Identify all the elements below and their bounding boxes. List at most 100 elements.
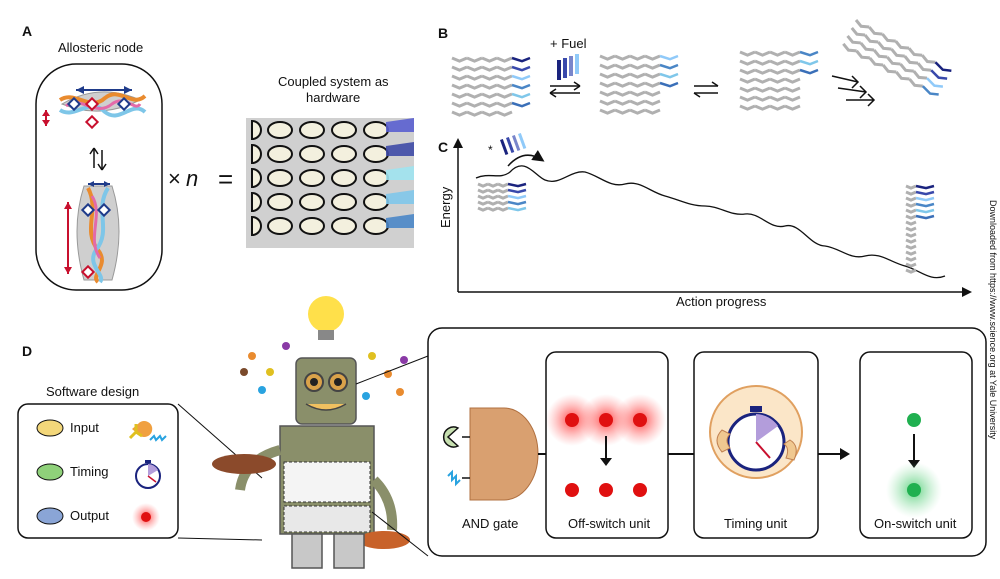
lattice-strut	[496, 101, 513, 108]
lattice-strut	[855, 49, 870, 60]
lattice-output-strand	[507, 182, 527, 188]
off-switch-label: Off-switch unit	[568, 516, 651, 531]
lattice-strut	[905, 214, 917, 220]
binding-site-ellipse	[363, 121, 389, 139]
lattice-strut	[466, 83, 483, 90]
binding-site-ellipse	[299, 169, 325, 187]
lattice-output-strand	[507, 188, 527, 194]
lattice-strut	[644, 90, 661, 97]
binding-site-ellipse	[331, 217, 357, 235]
lattice-output-strand	[799, 50, 819, 57]
lattice-strut	[644, 108, 661, 115]
lattice-output-strand	[507, 206, 527, 212]
lattice-output-strand	[915, 202, 935, 208]
lattice-strut	[629, 72, 646, 79]
allosteric-node-title: Allosteric node	[58, 40, 143, 55]
lattice-strut	[769, 86, 786, 93]
and-gate	[442, 407, 548, 501]
floating-molecule	[266, 368, 274, 376]
coupled-system-title-line1: Coupled system as	[278, 74, 389, 89]
lattice-strut	[614, 90, 631, 97]
lattice-strut	[466, 74, 483, 81]
lattice-strut	[629, 90, 646, 97]
lattice-output-strand	[915, 196, 935, 202]
lattice-strut	[905, 250, 917, 256]
lattice-strut	[451, 92, 468, 99]
lattice-strut	[644, 54, 661, 61]
lattice-strut	[784, 59, 801, 66]
lattice-strut	[614, 72, 631, 79]
lattice-output-strand	[799, 59, 819, 66]
legend-output: Output	[36, 503, 160, 531]
lattice-strut	[496, 92, 513, 99]
lattice-state-3	[739, 50, 819, 111]
panel-a-letter: A	[22, 23, 32, 39]
lattice-strut	[868, 56, 884, 67]
lattice-strut	[496, 65, 513, 72]
lattice-group	[842, 19, 952, 96]
lattice-strut	[466, 65, 483, 72]
output-tab	[386, 214, 414, 228]
robot-left-claw	[212, 454, 276, 474]
fuel-strands-icon	[557, 54, 579, 80]
lattice-strut	[451, 74, 468, 81]
lattice-state-extended	[842, 19, 952, 96]
lattice-strut	[842, 42, 857, 53]
lattice-strut	[466, 92, 483, 99]
lattice-output-strand	[659, 54, 679, 61]
floating-molecule	[368, 352, 376, 360]
off-switch-final-dots	[565, 483, 647, 497]
binding-site-ellipse	[331, 145, 357, 163]
fuel-binding-arrow	[507, 150, 545, 167]
lattice-strut	[754, 77, 771, 84]
energy-axis-arrowhead	[453, 138, 463, 148]
stopwatch-icon-small	[135, 460, 161, 489]
legend-input-label: Input	[70, 420, 99, 435]
lattice-output-strand	[659, 81, 679, 88]
lattice-strut	[905, 184, 917, 190]
lattice-strut	[487, 182, 499, 188]
robot-right-leg	[333, 533, 365, 569]
forward-arrows	[831, 75, 876, 107]
wire-timing-to-on-arrowhead	[840, 448, 850, 460]
lattice-strut	[881, 33, 896, 43]
floating-molecule	[248, 352, 256, 360]
allosteric-node-closed-state	[64, 181, 120, 284]
lattice-strut	[769, 77, 786, 84]
lattice-strut	[912, 70, 928, 80]
allosteric-node-open-state	[42, 86, 147, 130]
connector-main-top	[355, 355, 429, 385]
lattice-strut	[899, 63, 914, 73]
lattice-strut	[769, 50, 786, 57]
lattice-strut	[903, 55, 919, 65]
robot-illustration	[212, 296, 410, 569]
output-tab	[386, 142, 414, 156]
lattice-output-strand	[511, 65, 531, 72]
and-gate-body	[469, 407, 539, 501]
lattice-strut	[599, 63, 616, 70]
binding-site-ellipse	[331, 193, 357, 211]
binding-site-ellipse	[363, 169, 389, 187]
floating-molecule	[400, 356, 408, 364]
legend-timing: Timing	[36, 460, 161, 489]
lattice-strut	[466, 110, 483, 117]
lattice-strut	[644, 99, 661, 106]
lattice-start-mini	[477, 182, 527, 212]
lattice-strut	[614, 54, 631, 61]
zigzag-icon	[149, 434, 167, 442]
lattice-strut	[754, 68, 771, 75]
lattice-strut	[451, 65, 468, 72]
connector-main-bottom	[371, 511, 429, 557]
lattice-output-strand	[915, 214, 935, 220]
lattice-strut	[496, 74, 513, 81]
progress-axis-label: Action progress	[676, 294, 767, 309]
lattice-strut	[477, 188, 489, 194]
robot-left-leg	[291, 533, 323, 569]
lattice-strut	[905, 208, 917, 214]
lattice-group	[739, 50, 819, 111]
lattice-strut	[872, 49, 888, 59]
lattice-strut	[496, 83, 513, 90]
lattice-strut	[754, 59, 771, 66]
lattice-strut	[481, 101, 498, 108]
side-note: Downloaded from https://www.science.org …	[988, 200, 998, 440]
